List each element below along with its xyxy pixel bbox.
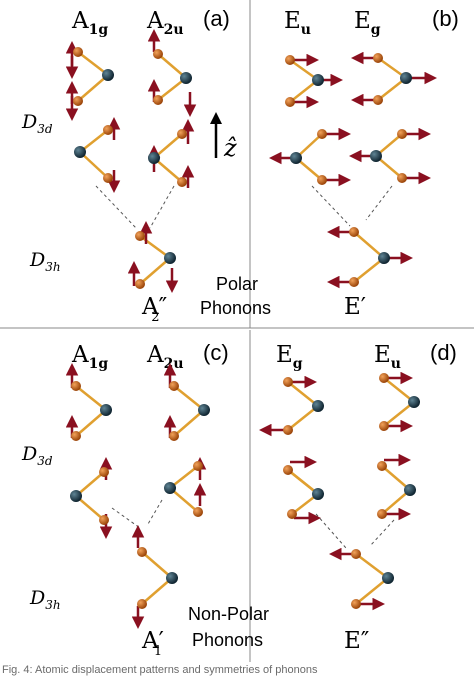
molecule-e-double-prime (329, 547, 394, 611)
panel-label-c: (c) (203, 340, 229, 365)
nonpolar-label-line2: Phonons (192, 630, 263, 650)
figure-caption: Fig. 4: Atomic displacement patterns and… (2, 664, 318, 676)
d3d-label-top: D3d (21, 111, 53, 136)
molecule-eg-top-d (259, 375, 324, 437)
molecule-a2u-bottom-c (164, 457, 207, 517)
panel-d: Eg Eu (d) (259, 340, 457, 654)
molecule-a1g-top (65, 41, 114, 121)
molecule-a1g-bottom-c (70, 457, 113, 539)
z-axis-label: ẑ (223, 134, 237, 162)
panel-label-a: (a) (203, 6, 230, 31)
molecule-eu-top (285, 53, 343, 109)
molecule-eu-bottom (269, 127, 351, 187)
molecule-a1g-top-c (65, 363, 112, 441)
mode-label-b2: Eg (354, 8, 381, 38)
result-label-d: E″ (344, 628, 370, 654)
mode-label-c2: A2u (146, 342, 184, 372)
panel-label-d: (d) (430, 340, 457, 365)
molecule-a1g-bottom (74, 117, 121, 193)
mode-label-d1: Eg (276, 342, 303, 372)
molecule-a2pp (127, 221, 179, 293)
d3h-label-top: D3h (29, 249, 61, 274)
molecule-a2u-bottom (147, 119, 195, 188)
mode-label-d2: Eu (374, 342, 401, 372)
molecule-eu-top-d (379, 371, 420, 433)
mode-label-a1: A1g (71, 8, 108, 38)
panel-label-b: (b) (432, 6, 459, 31)
polar-label-line2: Phonons (200, 298, 271, 318)
molecule-eg-bottom-d (283, 455, 324, 525)
panel-c: A1g A2u (c) D3d (21, 340, 269, 659)
nonpolar-label-line1: Non-Polar (188, 604, 269, 624)
mode-label-a2: A2u (146, 8, 184, 38)
molecule-eg-bottom (349, 127, 431, 185)
panel-a: A1g A2u (a) (21, 6, 271, 325)
result-label-a: A″2 (141, 294, 168, 325)
mode-label-c1: A1g (71, 342, 108, 372)
result-label-b: E′ (344, 294, 366, 320)
polar-label-line1: Polar (216, 274, 258, 294)
molecule-a1-prime (131, 525, 178, 629)
molecule-a2u-top (147, 29, 197, 117)
result-label-c: A′1 (141, 628, 164, 659)
molecule-eu-bottom-d (377, 453, 416, 521)
d3h-label-bottom: D3h (29, 587, 61, 612)
panel-b: Eu Eg (b) (269, 6, 459, 320)
molecule-e-prime (327, 225, 413, 289)
d3d-label-bottom: D3d (21, 443, 53, 468)
mode-label-b1: Eu (284, 8, 311, 38)
molecule-a2u-top-c (163, 363, 210, 441)
molecule-eg-top (351, 51, 437, 107)
